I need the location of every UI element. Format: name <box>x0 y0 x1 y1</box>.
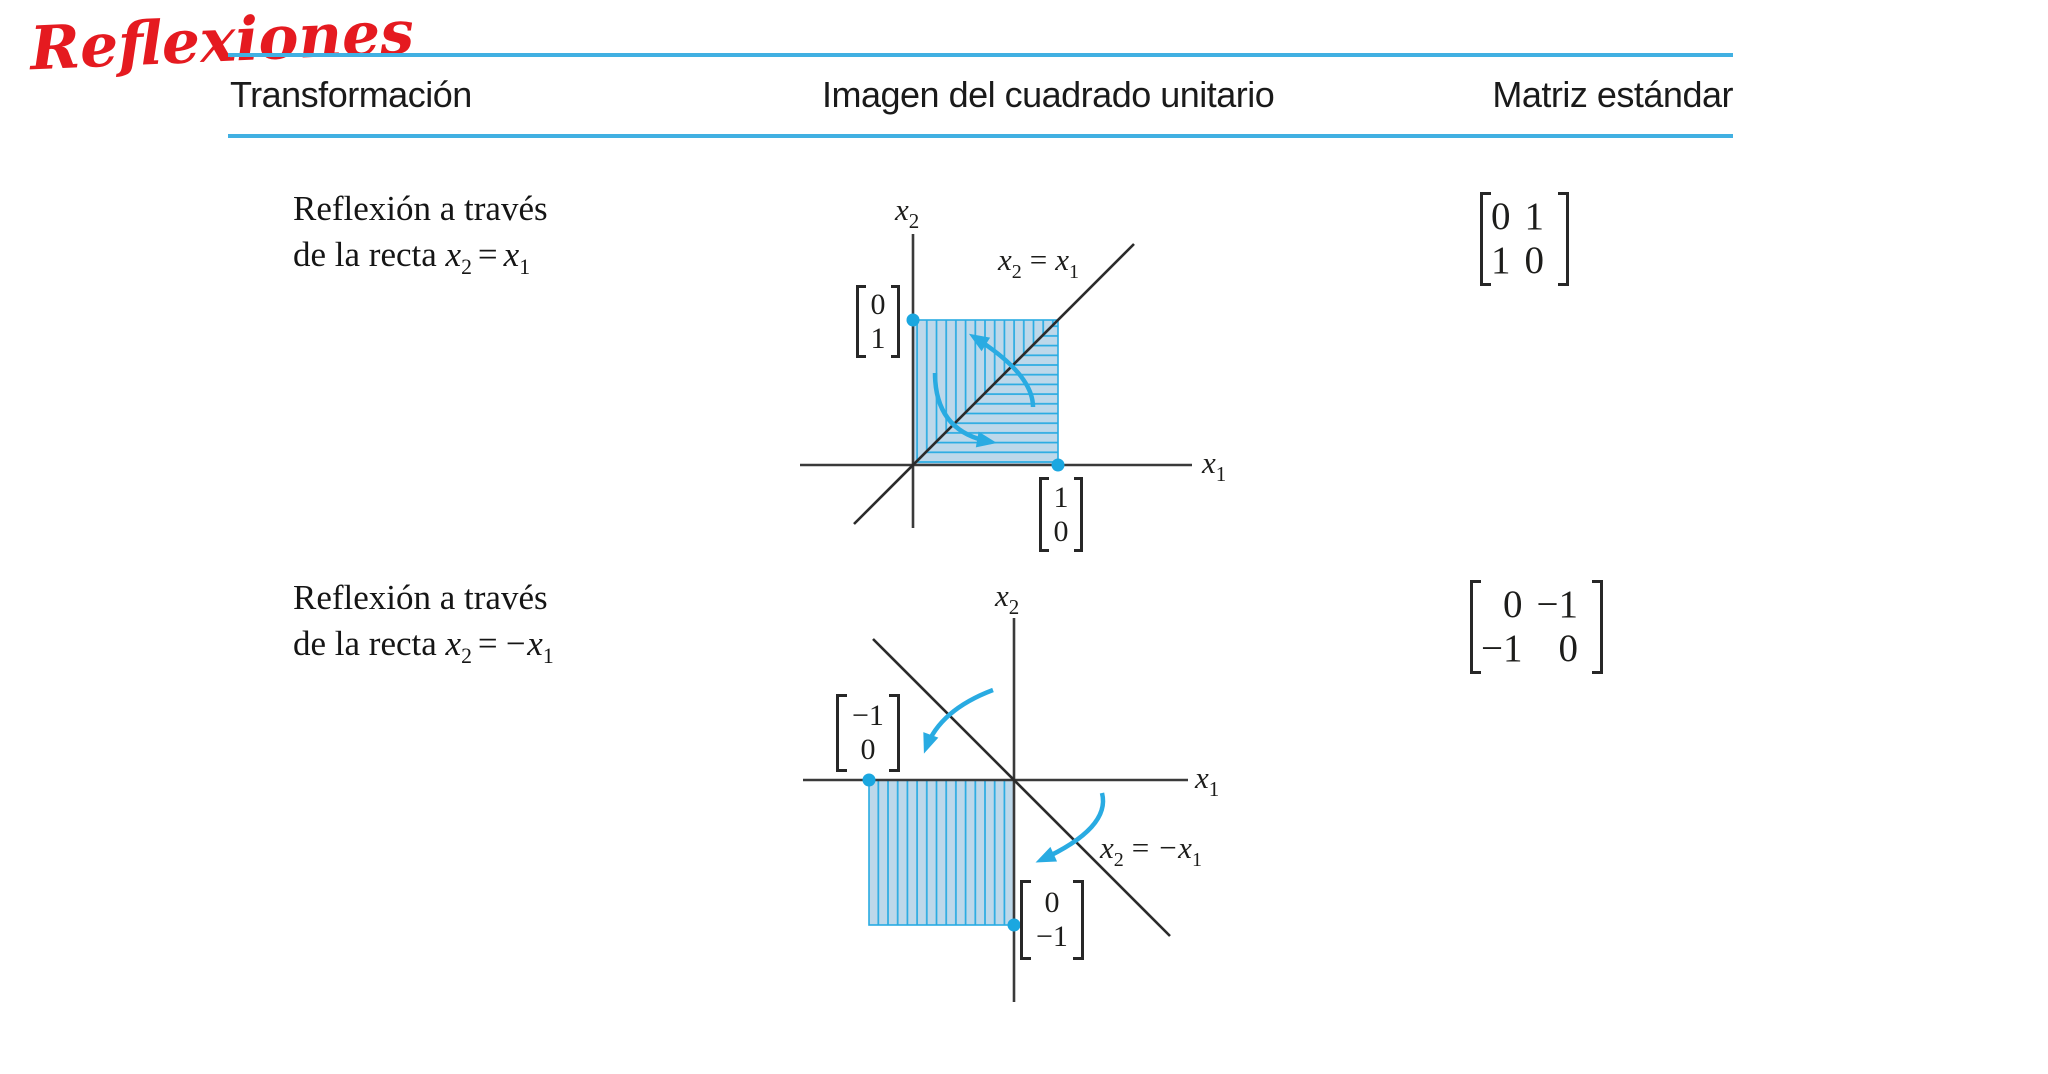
row2-transformation-label: Reflexión a través de la recta x2=−x1 <box>293 575 554 679</box>
reflection-arrow-q4-icon <box>1035 792 1106 863</box>
point-minus1-0 <box>862 773 876 787</box>
right-bracket-icon <box>890 285 900 358</box>
reflection-arrow-q2-icon <box>923 687 994 754</box>
matrix-entry: −1 <box>1481 627 1523 670</box>
table-header-rule <box>228 134 1733 138</box>
y-axis-label: x2 <box>994 578 1019 619</box>
left-bracket-icon <box>856 285 866 358</box>
reflection-line-label: x2=x1 <box>997 242 1079 283</box>
reflection-arrow-up-icon <box>968 333 1036 408</box>
vector-label-image-of-e2: −1 0 <box>836 694 900 772</box>
column-header-transformation: Transformación <box>230 74 472 115</box>
reflection-diagram-x2-equals-x1: x2 x1 x2=x1 <box>800 192 1226 528</box>
vector-label-e1: 1 0 <box>1039 477 1083 552</box>
left-bracket-icon <box>836 694 847 772</box>
point-1-0 <box>1051 458 1065 472</box>
matrix-entry: 0 <box>1558 627 1579 670</box>
right-bracket-icon <box>1592 580 1603 674</box>
point-0-minus1 <box>1007 918 1021 932</box>
reflection-diagram-x2-equals-minus-x1: x2 x1 x2=−x1 <box>803 578 1219 1002</box>
vector-entry: 0 <box>860 733 876 766</box>
vector-entry: 0 <box>1044 886 1060 919</box>
x-axis-label: x1 <box>1194 760 1219 801</box>
right-bracket-icon <box>1072 880 1084 960</box>
row1-label-line2: de la recta x2=x1 <box>293 235 531 279</box>
vector-entry: 1 <box>1053 480 1069 514</box>
matrix-entry: −1 <box>1536 583 1579 626</box>
reflection-line <box>853 243 1135 525</box>
row2-label-line2: de la recta x2=−x1 <box>293 624 554 668</box>
vector-entry: 0 <box>1053 514 1069 548</box>
row1-label-line1: Reflexión a través <box>293 189 548 228</box>
vector-entry: 0 <box>870 287 886 321</box>
vector-entry: −1 <box>1036 920 1068 953</box>
row1-transformation-label: Reflexión a través de la recta x2=x1 <box>293 186 548 290</box>
matrix-entry: 0 <box>1503 583 1523 626</box>
table-top-rule <box>228 53 1733 57</box>
x-axis-label: x1 <box>1201 445 1226 486</box>
unit-square-image-hatch <box>869 780 1014 925</box>
matrix-entry: 0 <box>1524 239 1545 282</box>
matrix-entry: 1 <box>1524 195 1545 238</box>
left-bracket-icon <box>1470 580 1481 674</box>
right-bracket-icon <box>888 694 900 772</box>
vector-entry: 1 <box>870 321 886 355</box>
vector-label-e2: 0 1 <box>856 285 900 358</box>
column-header-standard-matrix: Matriz estándar <box>1492 74 1733 115</box>
standard-matrix-row2: 0 −1 −1 0 <box>1470 580 1635 674</box>
reflection-line <box>872 638 1171 937</box>
left-bracket-icon <box>1039 477 1049 552</box>
handwritten-title: Reflexiones <box>28 0 416 85</box>
column-header-unit-square-image: Imagen del cuadrado unitario <box>822 74 1275 115</box>
vector-label-image-of-e1: 0 −1 <box>1020 880 1086 960</box>
left-bracket-icon <box>1480 192 1491 286</box>
matrix-entry: 0 <box>1491 195 1511 238</box>
reflection-arrow-down-icon <box>932 372 997 448</box>
row2-label-line1: Reflexión a través <box>293 578 548 617</box>
standard-matrix-row1: 0 1 1 0 <box>1480 192 1620 286</box>
right-bracket-icon <box>1558 192 1569 286</box>
reflection-line-label: x2=−x1 <box>1099 830 1202 871</box>
y-axis-label: x2 <box>894 192 919 233</box>
right-bracket-icon <box>1073 477 1083 552</box>
point-0-1 <box>906 313 920 327</box>
left-bracket-icon <box>1020 880 1031 960</box>
vector-entry: −1 <box>852 699 884 732</box>
matrix-entry: 1 <box>1491 239 1511 282</box>
